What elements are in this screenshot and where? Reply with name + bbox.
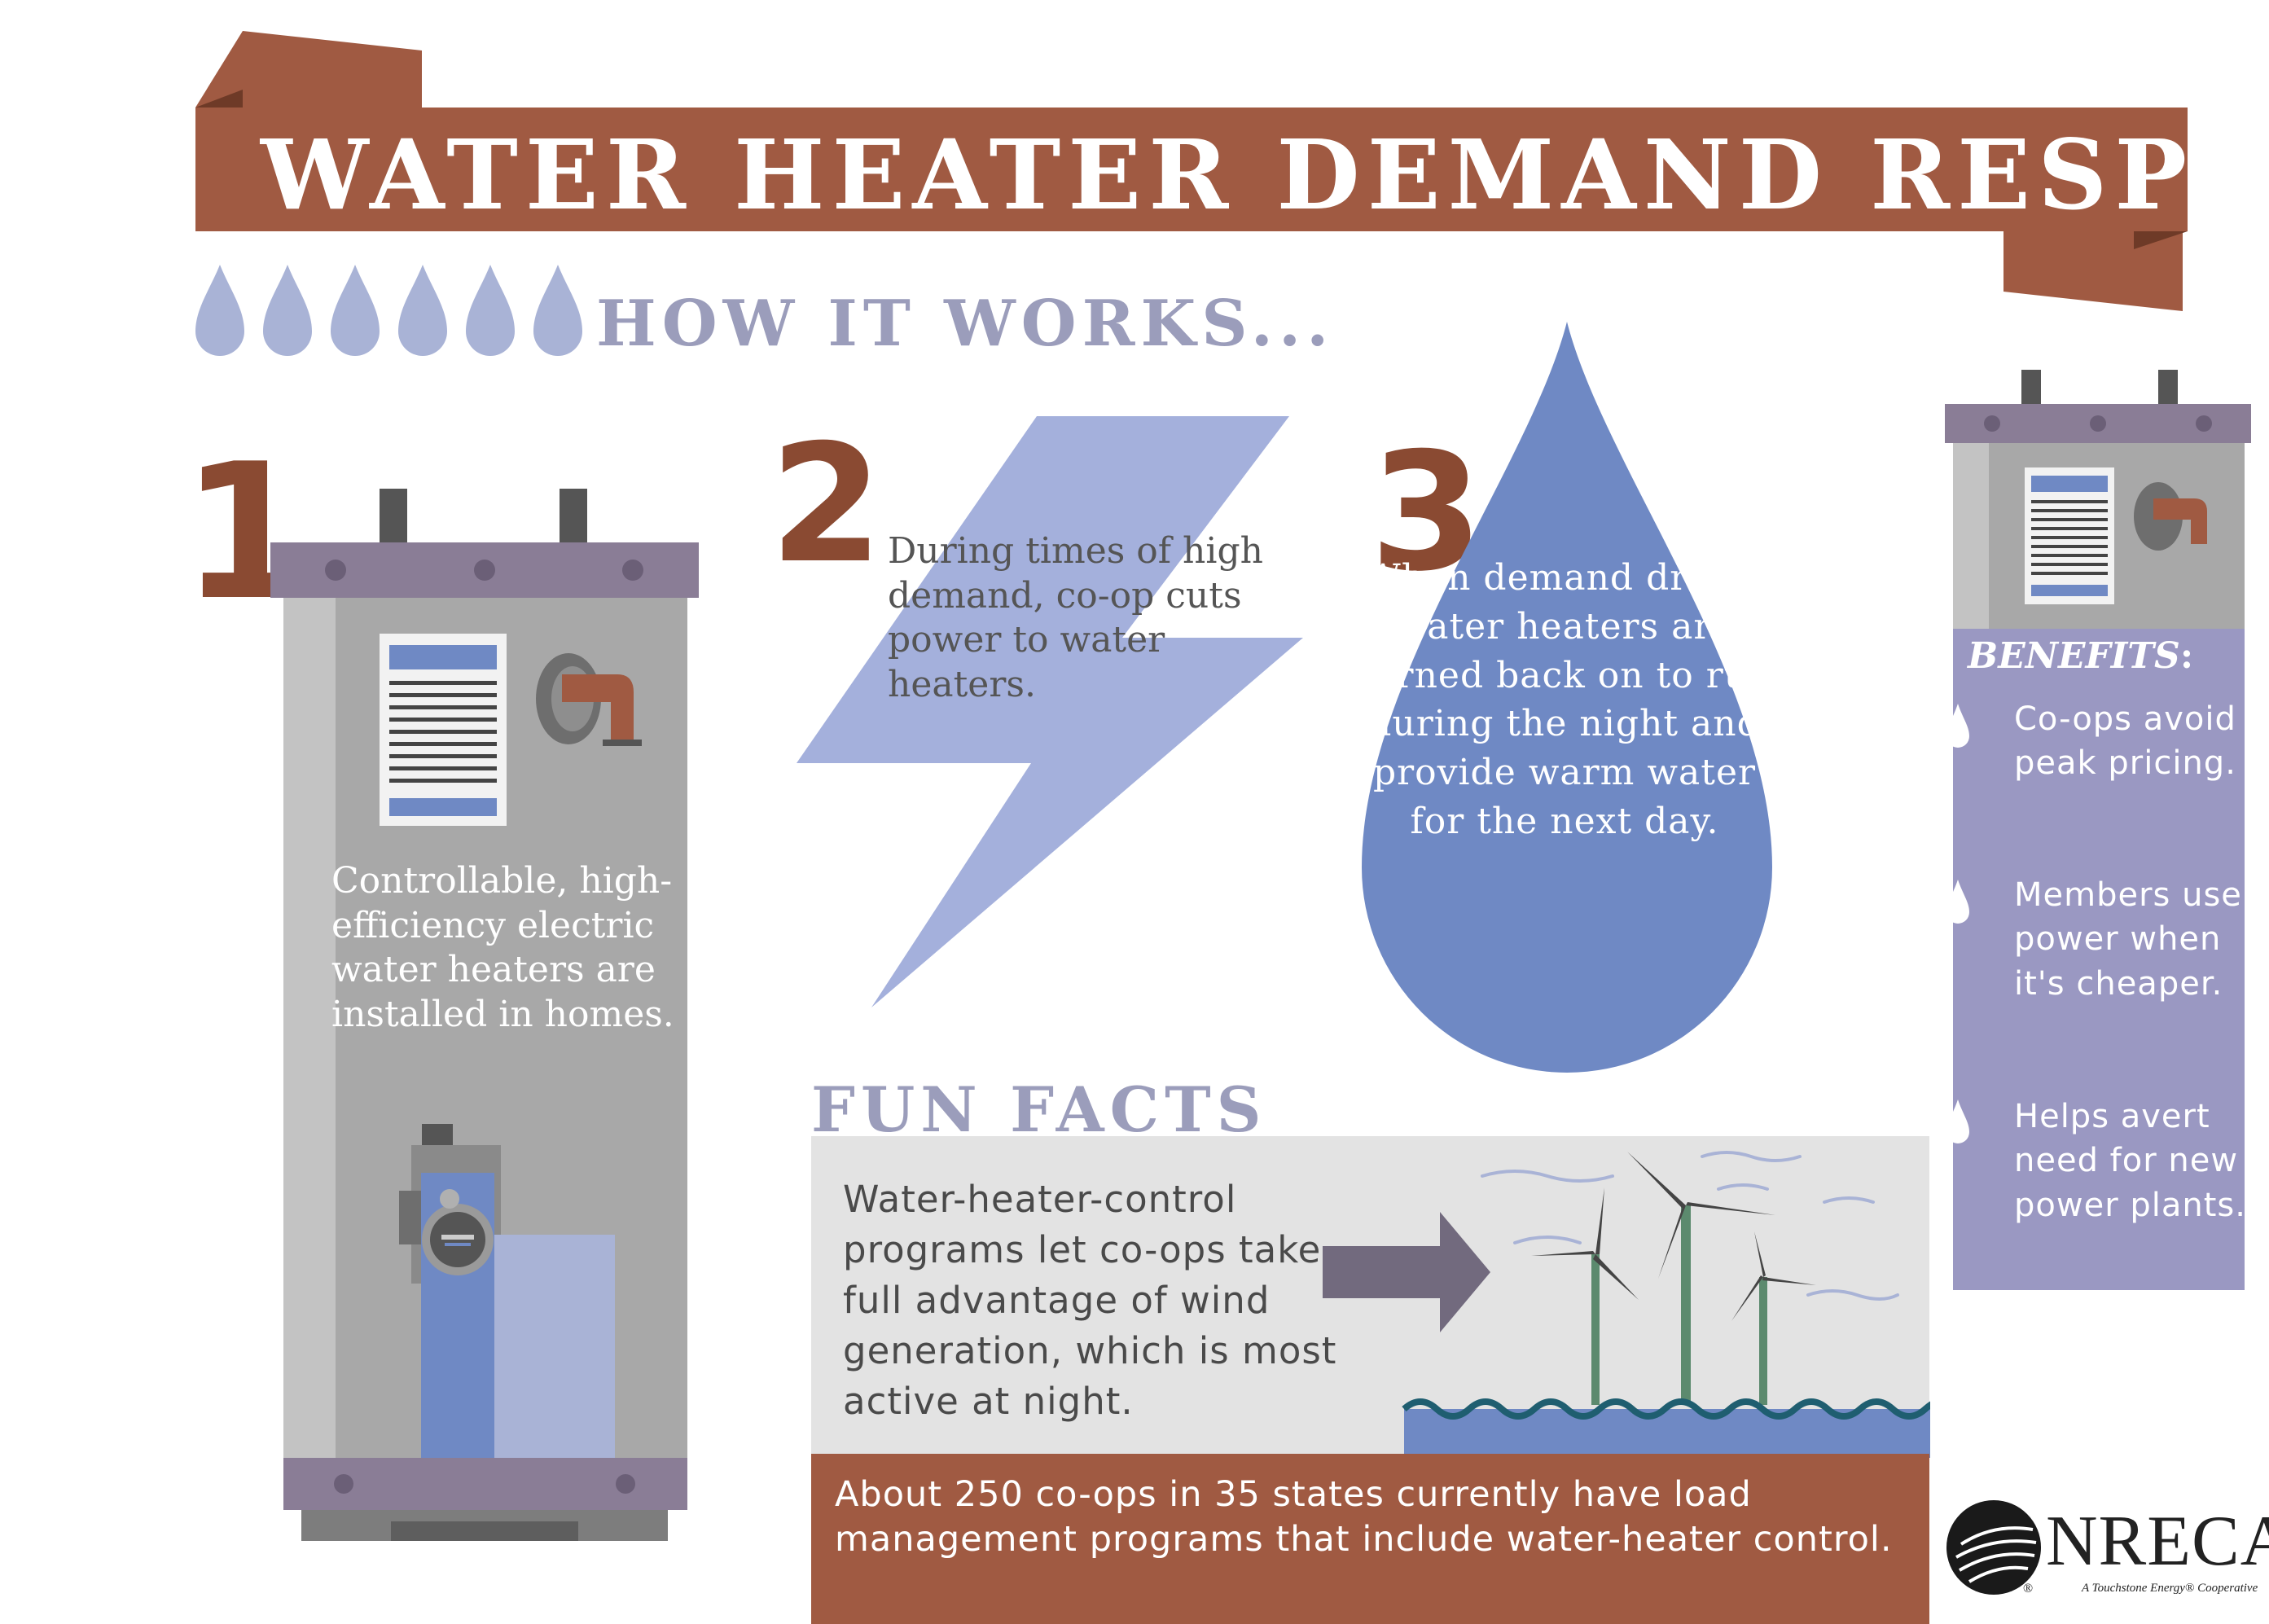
fun-facts-stat-text: About 250 co-ops in 35 states currently … xyxy=(835,1474,1893,1560)
water-drop-icon xyxy=(398,265,447,356)
step-3-text: When demand drops, water heaters are tur… xyxy=(1357,557,1772,843)
water-drop-icon xyxy=(533,265,582,356)
wind-turbine-icon xyxy=(1731,1231,1816,1321)
water-drop-icon xyxy=(1946,880,1969,924)
benefits-panel xyxy=(1953,629,2245,1290)
ribbon-right-tab xyxy=(2003,231,2183,311)
step-2-text: During times of high demand, co-op cuts … xyxy=(888,530,1263,705)
nreca-tagline: A Touchstone Energy® Cooperative xyxy=(2082,1582,2258,1595)
fun-facts-stat-box xyxy=(811,1454,1929,1624)
nreca-registered-mark: ® xyxy=(2023,1582,2034,1595)
water-drop-icon xyxy=(1946,1099,1969,1143)
benefits-list: Co-ops avoid peak pricing. Members use p… xyxy=(2014,0,2258,1624)
water-drop-icon xyxy=(263,265,312,356)
pipe-right xyxy=(560,489,587,546)
nreca-logo-icon xyxy=(1946,1500,2041,1595)
water-drop-icon xyxy=(466,265,515,356)
wind-farm-illustration xyxy=(1323,1151,1930,1458)
benefits-heading-colon: : xyxy=(2179,635,2194,677)
fun-facts-text: Water-heater-control programs let co-ops… xyxy=(843,1178,1337,1424)
water-drop-icon xyxy=(1946,704,1969,748)
step-1-text: Controllable, high-efficiency electric w… xyxy=(331,860,674,1035)
benefits-heading: BENEFITS: xyxy=(1968,635,2193,677)
wind-turbine-icon xyxy=(1531,1187,1639,1300)
section-heading-how-it-works: HOW IT WORKS... xyxy=(596,287,1335,361)
page-title: WATER HEATER DEMAND RESPONSE xyxy=(261,118,2269,231)
step-number-2: 2 xyxy=(770,410,884,599)
benefit-item-2: Members use power when it's cheaper. xyxy=(2014,876,2242,1003)
ribbon-left-fold xyxy=(195,90,243,108)
arrow-right-icon xyxy=(1323,1212,1490,1332)
wind-turbine-tower xyxy=(1591,1254,1600,1405)
section-heading-fun-facts: FUN FACTS xyxy=(811,1073,1267,1146)
wind-turbine-tower xyxy=(1759,1277,1767,1405)
water-drop-large-icon xyxy=(1362,322,1772,1073)
benefits-heading-text: BENEFITS xyxy=(1968,635,2180,677)
benefit-item-3: Helps avert need for new power plants. xyxy=(2014,1098,2246,1224)
ribbon-left-tab xyxy=(195,31,422,108)
nreca-logo-wordmark: NRECA xyxy=(2046,1502,2269,1581)
benefit-item-1: Co-ops avoid peak pricing. xyxy=(2014,700,2236,783)
wind-turbine-icon xyxy=(1627,1152,1775,1279)
pipe-left xyxy=(380,489,407,546)
ribbon-main-band xyxy=(195,108,2188,231)
water-drop-icon xyxy=(195,265,244,356)
lightning-bolt-icon xyxy=(797,416,1303,1007)
wind-turbine-tower xyxy=(1681,1205,1691,1405)
ribbon-right-fold xyxy=(2134,231,2188,249)
benefits-heater xyxy=(1945,370,2251,1290)
title-ribbon xyxy=(195,31,2188,311)
water-drop-icon xyxy=(331,265,380,356)
wave-line xyxy=(1402,1398,1930,1420)
water-drops-row xyxy=(195,265,582,356)
water-heater-illustration xyxy=(270,489,699,1541)
